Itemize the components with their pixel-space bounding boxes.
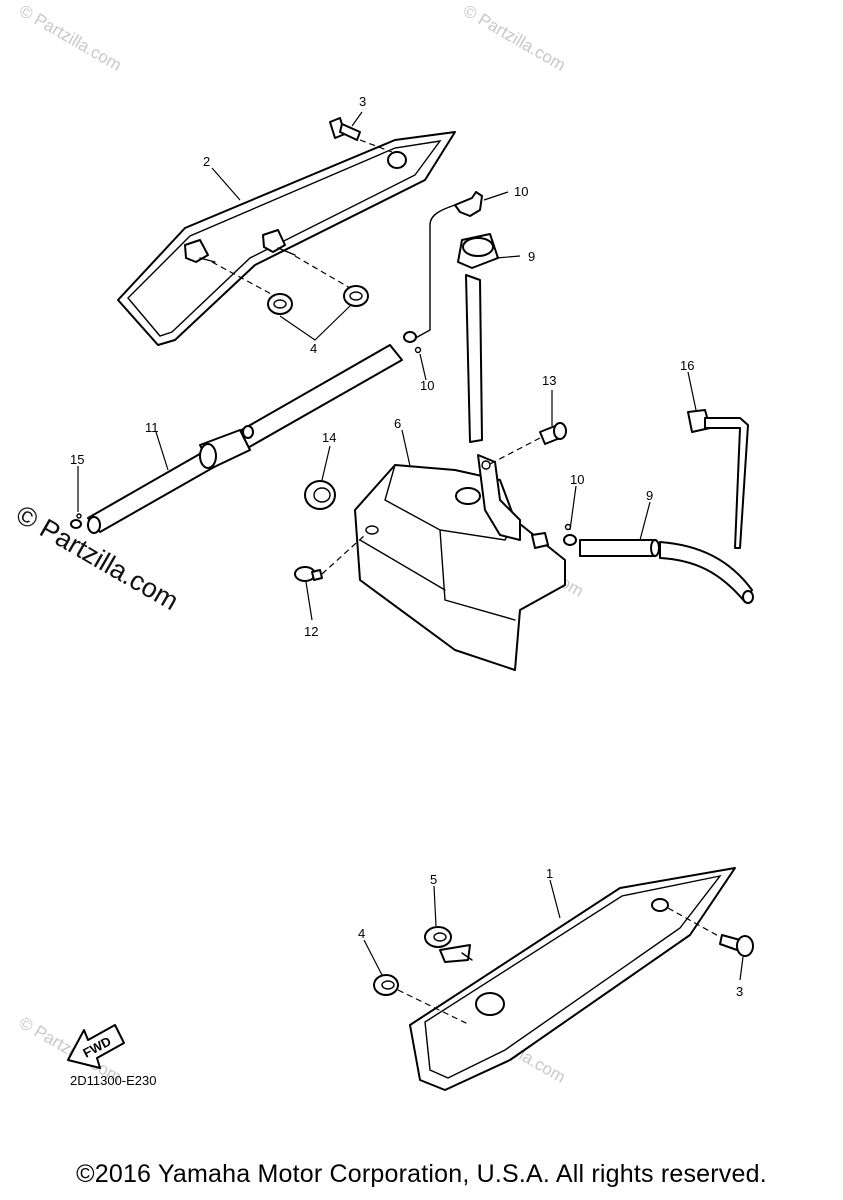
callout-numbers: 3 2 10 9 4 10 13 16 6 11 14 15 10 9 12 1… bbox=[70, 94, 743, 999]
part-4-grommet-bottom bbox=[373, 974, 471, 1026]
callout-4-top: 4 bbox=[310, 341, 317, 356]
part-12-rivet bbox=[294, 534, 366, 582]
callout-8: 10 bbox=[514, 184, 528, 199]
part-7-tank-cap bbox=[457, 233, 499, 443]
callout-13: 13 bbox=[542, 373, 556, 388]
watermark: © Partzilla.com bbox=[16, 1, 125, 75]
part-16-hose-holder bbox=[687, 409, 749, 549]
callout-11: 11 bbox=[145, 420, 159, 435]
callout-2: 2 bbox=[203, 154, 210, 169]
part-10-clip-top bbox=[403, 331, 422, 354]
callout-10-mid: 10 bbox=[570, 472, 584, 487]
drawing-code: 2D11300-E230 bbox=[70, 1073, 157, 1088]
callout-3-top: 3 bbox=[359, 94, 366, 109]
part-3-bolt-top bbox=[329, 117, 393, 153]
callout-14: 14 bbox=[322, 430, 336, 445]
part-1-side-cover bbox=[409, 867, 736, 1091]
part-15-clip bbox=[70, 513, 82, 529]
callout-leaders bbox=[77, 111, 744, 981]
callout-12: 12 bbox=[304, 624, 318, 639]
callout-4-bottom: 4 bbox=[358, 926, 365, 941]
part-10-clip-mid bbox=[563, 523, 577, 546]
callout-6: 6 bbox=[394, 416, 401, 431]
part-6-reservoir-tank bbox=[354, 454, 566, 671]
callout-3-bottom: 3 bbox=[736, 984, 743, 999]
part-14-grommet bbox=[304, 480, 336, 510]
callout-5: 5 bbox=[430, 872, 437, 887]
part-2-side-cover bbox=[117, 131, 456, 346]
part-8-breather-hose bbox=[411, 191, 483, 341]
callout-1: 1 bbox=[546, 866, 553, 881]
callout-10-top: 10 bbox=[420, 378, 434, 393]
fwd-arrow: FWD bbox=[67, 1024, 125, 1069]
callout-9: 9 bbox=[646, 488, 653, 503]
watermark: © Partzilla.com bbox=[460, 1, 569, 75]
callout-16: 16 bbox=[680, 358, 694, 373]
part-11-hose bbox=[87, 344, 403, 534]
callout-7: 9 bbox=[528, 249, 535, 264]
part-13-bolt bbox=[489, 422, 567, 465]
part-9-hose bbox=[579, 539, 754, 604]
part-5-grommet bbox=[424, 926, 452, 948]
part-3-bolt-bottom bbox=[667, 907, 754, 957]
callout-15: 15 bbox=[70, 452, 84, 467]
copyright-notice: ©2016 Yamaha Motor Corporation, U.S.A. A… bbox=[76, 1160, 767, 1188]
part-4-grommets-top bbox=[211, 255, 369, 341]
